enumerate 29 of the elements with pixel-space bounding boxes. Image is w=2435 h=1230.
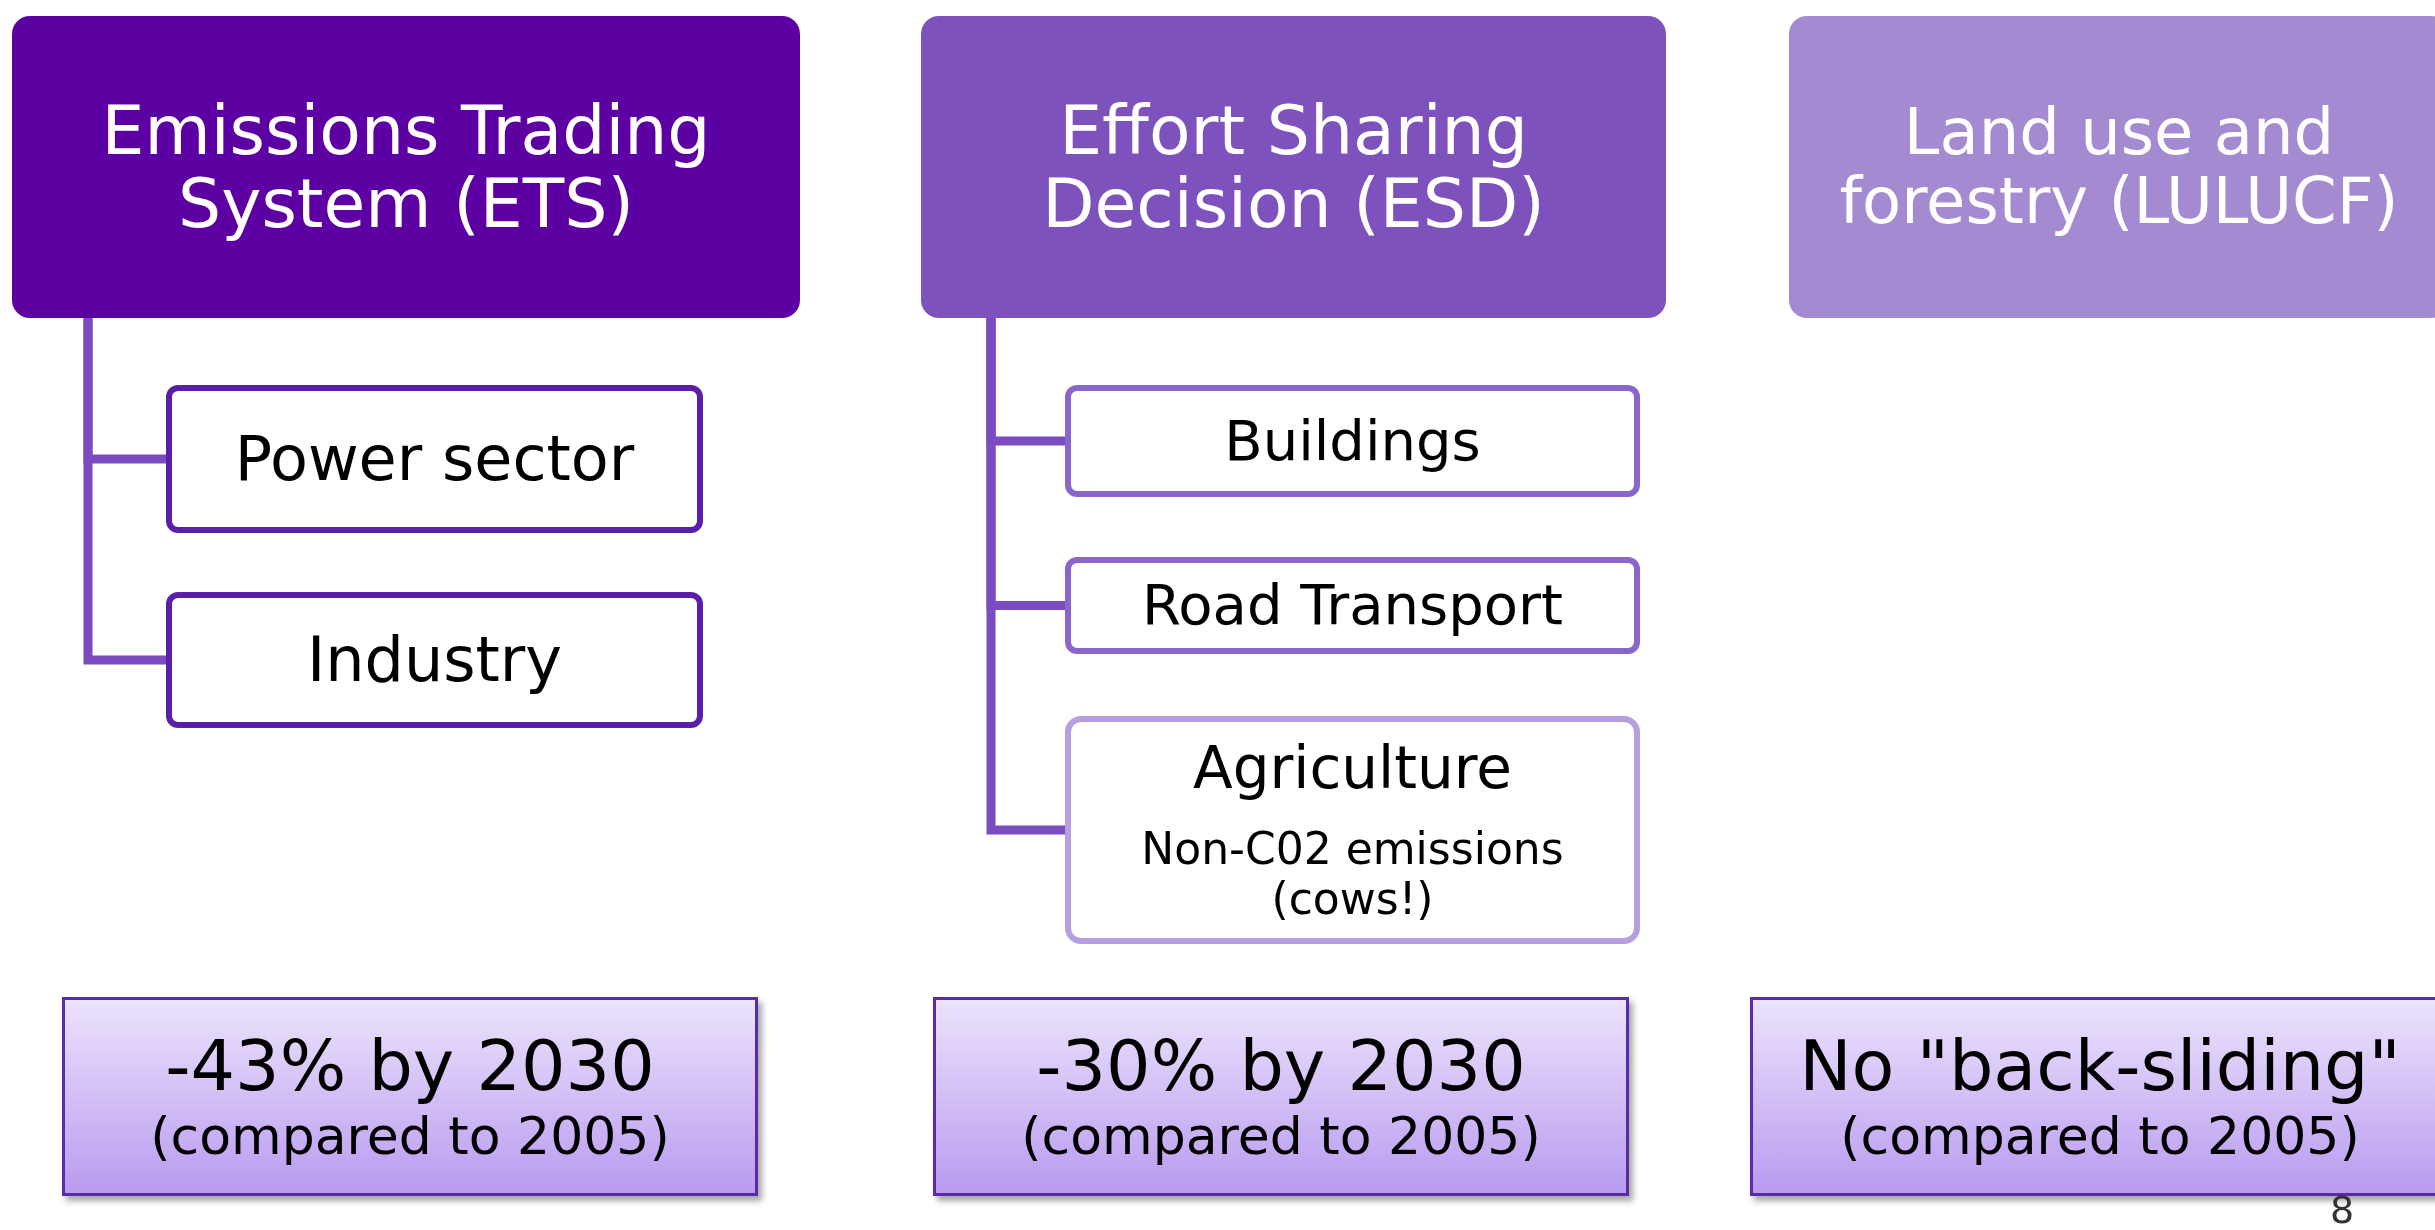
target-box <box>1750 997 2435 1196</box>
sector-box <box>166 385 703 533</box>
sector-box <box>1065 557 1640 654</box>
category-header <box>12 16 800 318</box>
target-value: -43% by 2030 <box>165 1026 655 1107</box>
target-baseline: (compared to 2005) <box>1840 1106 2360 1167</box>
sector-box <box>1065 385 1640 497</box>
sector-label: Road Transport <box>1141 573 1564 638</box>
target-box <box>933 997 1629 1196</box>
sector-label: Agriculture <box>1193 735 1512 802</box>
sector-label: Industry <box>307 624 562 696</box>
sector-label: Buildings <box>1224 408 1481 474</box>
category-header <box>1789 16 2435 318</box>
sector-note: Non-C02 emissions (cows!) <box>1140 823 1565 925</box>
target-value: -30% by 2030 <box>1036 1026 1526 1107</box>
target-box <box>62 997 758 1196</box>
sector-label: Power sector <box>234 423 635 495</box>
target-value: No "back-sliding" <box>1799 1026 2401 1107</box>
sector-box <box>166 592 703 728</box>
header-text: Effort Sharing Decision (ESD) <box>1041 93 1546 241</box>
connector-line <box>83 318 166 665</box>
page-number: 8 <box>2330 1188 2355 1230</box>
header-text: Land use and forestry (LULUCF) <box>1838 97 2400 237</box>
category-header <box>921 16 1666 318</box>
header-text: Emissions Trading System (ETS) <box>100 93 712 241</box>
sector-box <box>1065 716 1640 944</box>
target-baseline: (compared to 2005) <box>150 1106 670 1167</box>
target-baseline: (compared to 2005) <box>1021 1106 1541 1167</box>
connector-line <box>986 318 1065 835</box>
